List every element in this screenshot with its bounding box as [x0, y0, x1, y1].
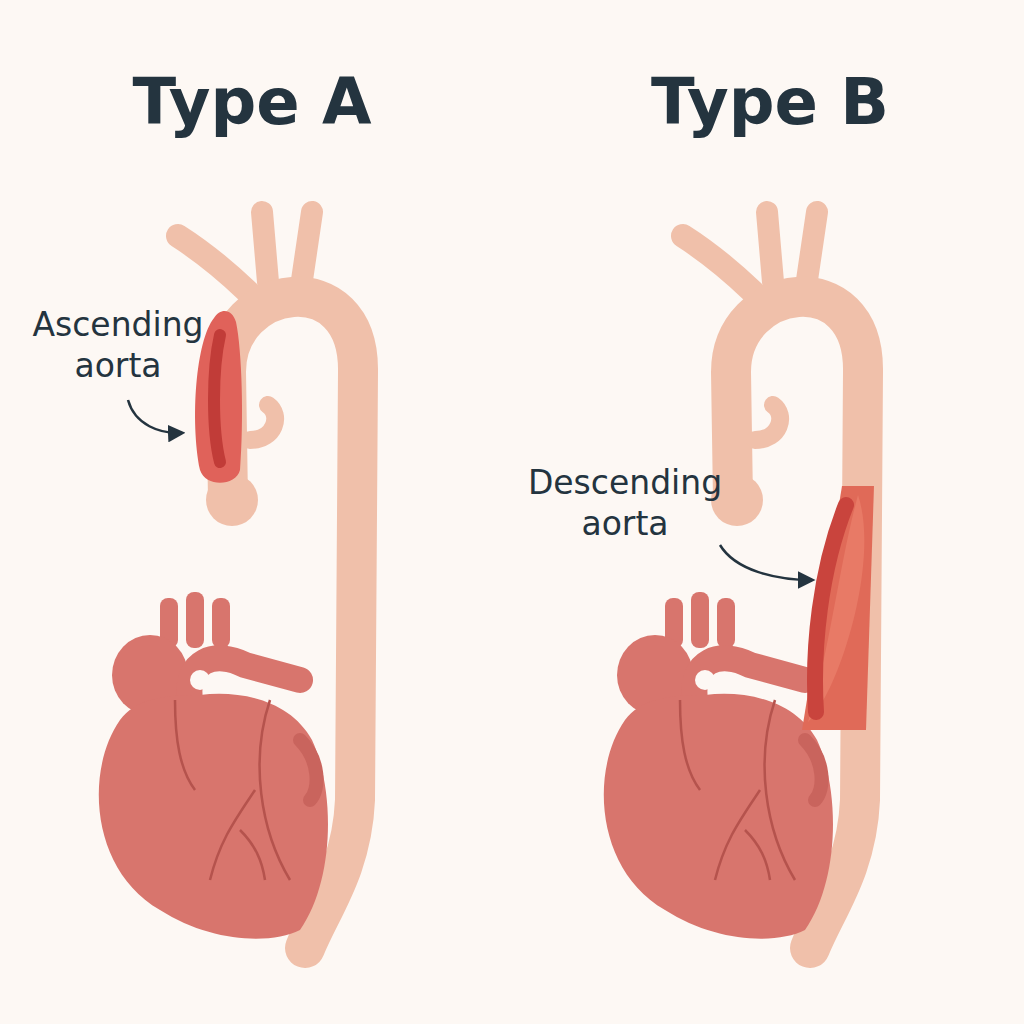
panel-title: Type A — [102, 62, 402, 142]
panel-title: Type B — [620, 62, 920, 142]
part-label: Descending aorta — [505, 462, 745, 545]
part-label: Ascending aorta — [18, 304, 218, 387]
